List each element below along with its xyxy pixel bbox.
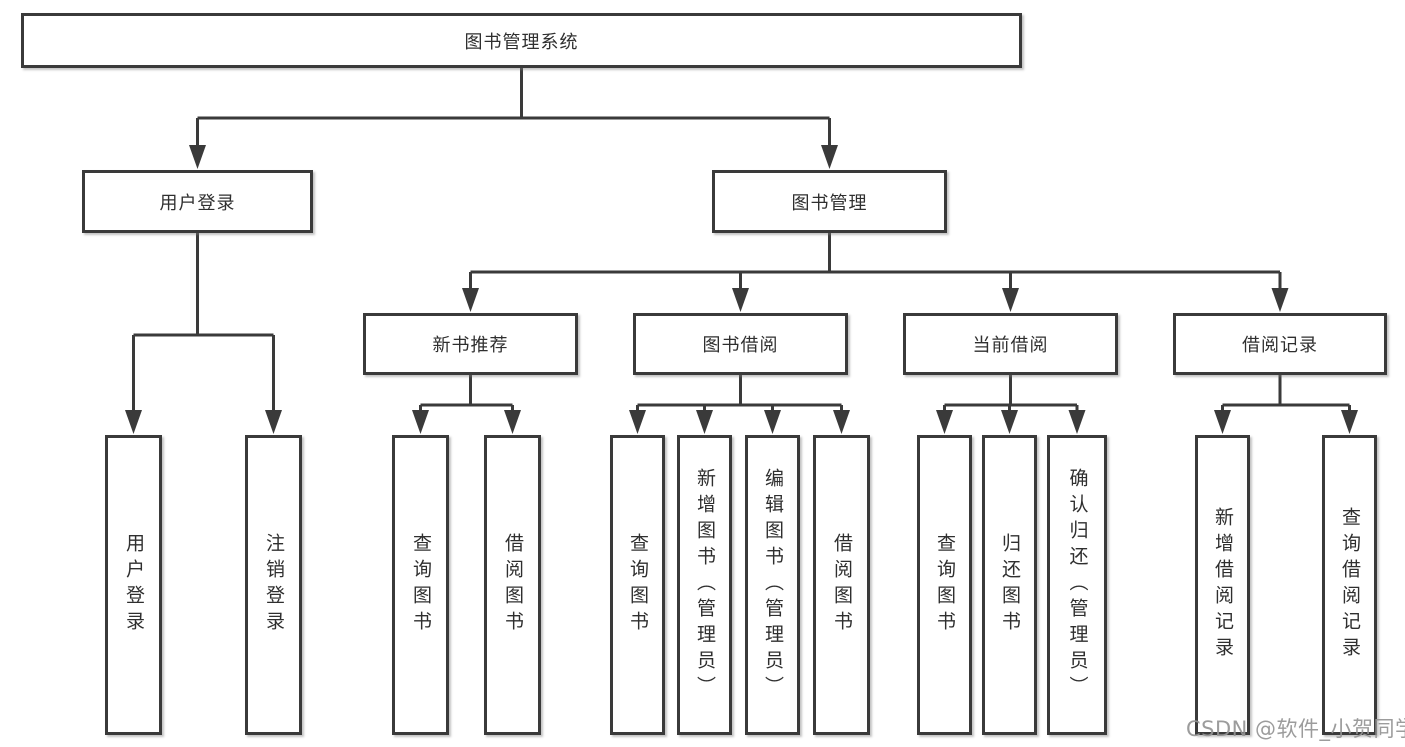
leaf-borrow-books-recommend: 借阅图书 xyxy=(484,435,541,735)
arrow-to-user-login xyxy=(189,145,206,169)
arrow-to-new-book xyxy=(462,288,479,312)
leaf-user-login-label: 用户登录 xyxy=(123,533,145,637)
leaf-borrow-books: 借阅图书 xyxy=(813,435,870,735)
arrow-to-borrow-record xyxy=(1271,288,1289,312)
arrow-to-leaf-query-books-a xyxy=(412,410,429,434)
node-current-borrow-label: 当前借阅 xyxy=(972,335,1049,356)
leaf-query-books-borrow: 查询图书 xyxy=(610,435,665,735)
leaf-query-borrow-record: 查询借阅记录 xyxy=(1322,435,1377,735)
leaf-query-borrow-record-label: 查询借阅记录 xyxy=(1339,507,1361,663)
leaf-borrow-books-recommend-label: 借阅图书 xyxy=(502,533,524,637)
leaf-edit-book-admin: 编辑图书（管理员） xyxy=(745,435,800,735)
leaf-return-book-label: 归还图书 xyxy=(999,533,1021,637)
leaf-user-login: 用户登录 xyxy=(105,435,162,735)
connector-current-borrow-children xyxy=(943,373,1079,412)
arrow-to-leaf-query-record xyxy=(1341,410,1358,434)
connector-book-borrow-children xyxy=(636,373,843,412)
leaf-add-borrow-record: 新增借阅记录 xyxy=(1195,435,1250,735)
leaf-add-borrow-record-label: 新增借阅记录 xyxy=(1212,507,1234,663)
connector-user-login-children xyxy=(132,231,275,412)
arrowheads xyxy=(125,145,1358,434)
arrow-to-leaf-return-book xyxy=(1001,410,1018,434)
leaf-confirm-return-admin: 确认归还（管理员） xyxy=(1047,435,1107,735)
leaf-query-books-current: 查询图书 xyxy=(917,435,972,735)
node-current-borrow: 当前借阅 xyxy=(903,313,1118,375)
arrow-to-leaf-add-book xyxy=(696,410,713,434)
connector-new-book-children xyxy=(419,373,514,412)
leaf-add-book-admin-label: 新增图书（管理员） xyxy=(694,468,716,702)
node-borrow-records: 借阅记录 xyxy=(1173,313,1387,375)
arrow-to-leaf-edit-book xyxy=(764,410,781,434)
arrow-to-leaf-logout xyxy=(265,410,282,434)
node-user-login: 用户登录 xyxy=(82,170,313,233)
node-book-borrow-label: 图书借阅 xyxy=(702,335,779,356)
node-user-login-label: 用户登录 xyxy=(159,192,236,214)
leaf-query-books-borrow-label: 查询图书 xyxy=(627,533,649,637)
arrow-to-current-borrow xyxy=(1002,288,1019,312)
leaf-borrow-books-label: 借阅图书 xyxy=(831,533,853,637)
node-book-borrow: 图书借阅 xyxy=(633,313,848,375)
node-borrow-records-label: 借阅记录 xyxy=(1242,335,1318,356)
leaf-edit-book-admin-label: 编辑图书（管理员） xyxy=(762,468,784,702)
node-new-book-recommend: 新书推荐 xyxy=(363,313,578,375)
arrow-to-book-mgmt xyxy=(821,145,838,169)
node-book-management: 图书管理 xyxy=(712,170,947,233)
node-new-book-recommend-label: 新书推荐 xyxy=(432,335,509,356)
node-library-management-system-label: 图书管理系统 xyxy=(464,31,579,53)
leaf-query-books-current-label: 查询图书 xyxy=(934,533,956,637)
connector-root-to-level2 xyxy=(196,66,831,147)
leaf-query-books-recommend-label: 查询图书 xyxy=(410,533,432,637)
leaf-add-book-admin: 新增图书（管理员） xyxy=(677,435,732,735)
arrow-to-leaf-query-books-c xyxy=(936,410,953,434)
leaf-return-book: 归还图书 xyxy=(982,435,1037,735)
arrow-to-leaf-borrow-books-a xyxy=(504,410,521,434)
arrow-to-leaf-query-books-b xyxy=(629,410,646,434)
arrow-to-leaf-confirm-return xyxy=(1068,410,1086,434)
leaf-confirm-return-admin-label: 确认归还（管理员） xyxy=(1066,468,1089,702)
node-library-management-system: 图书管理系统 xyxy=(21,13,1022,68)
arrow-to-leaf-borrow-books-b xyxy=(833,410,850,434)
arrow-to-leaf-add-record xyxy=(1214,410,1231,434)
leaf-query-books-recommend: 查询图书 xyxy=(392,435,449,735)
arrow-to-book-borrow xyxy=(732,288,749,312)
leaf-logout-label: 注销登录 xyxy=(263,533,285,637)
connector-borrow-record-children xyxy=(1221,373,1351,412)
connector-book-mgmt-children xyxy=(469,231,1282,290)
arrow-to-leaf-user-login xyxy=(125,410,142,434)
node-book-management-label: 图书管理 xyxy=(791,192,868,214)
leaf-logout: 注销登录 xyxy=(245,435,302,735)
watermark: CSDN @软件_小贺同学 xyxy=(1186,717,1405,741)
